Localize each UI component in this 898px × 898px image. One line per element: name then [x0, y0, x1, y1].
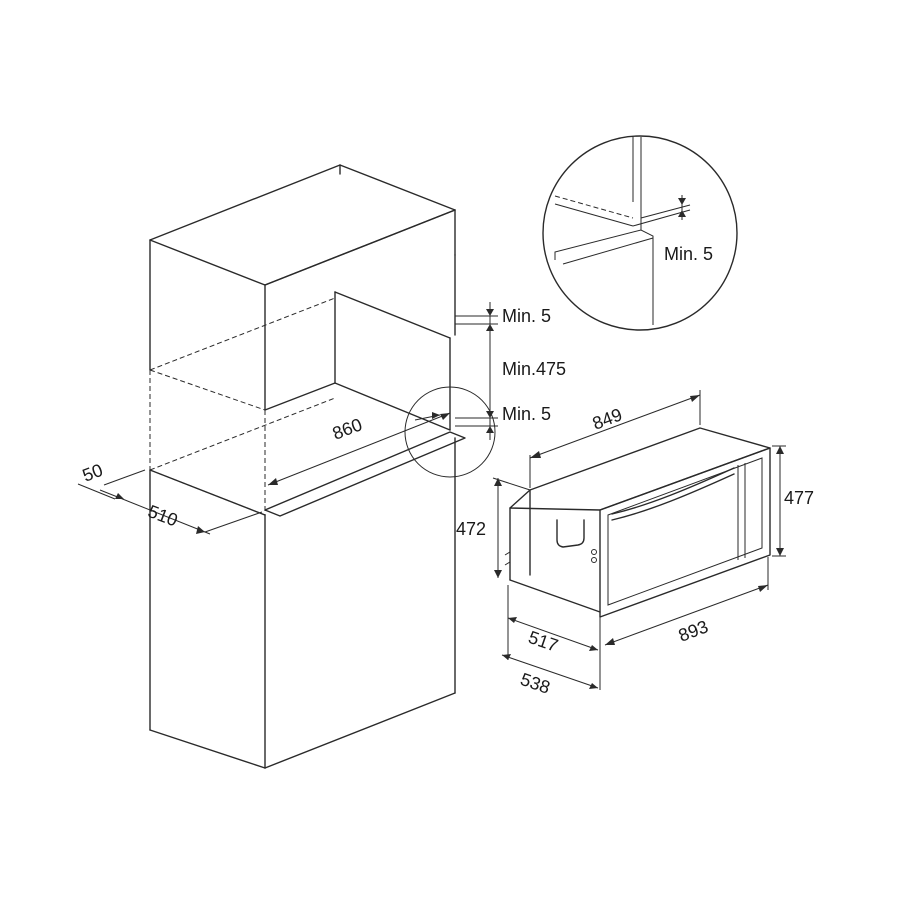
label-niche-bottom-gap: Min. 5	[502, 404, 552, 424]
height-dimensions	[455, 302, 498, 440]
niche-shelf	[264, 431, 466, 517]
appliance-body-top	[509, 427, 771, 511]
zoom-detail	[542, 135, 738, 331]
label-niche-top-gap: Min. 5	[502, 306, 552, 326]
label-appliance-front-height: 477	[784, 488, 815, 508]
zoom-circle	[542, 135, 738, 331]
appliance-front-panel	[599, 447, 771, 618]
drawer-handle	[611, 467, 735, 515]
detail-marker-circle	[404, 386, 496, 478]
dim-849-line	[529, 394, 701, 459]
label-niche-height: Min.475	[502, 359, 567, 379]
dim-517-line	[507, 617, 599, 651]
dim-893-line	[604, 584, 769, 646]
cabinet-top	[149, 164, 456, 286]
width-dimension-860	[267, 412, 451, 486]
depth-dimension-lines	[77, 469, 263, 535]
dim-538-line	[501, 654, 599, 689]
label-detail-gap: Min. 5	[664, 244, 714, 264]
appliance	[504, 427, 771, 618]
niche-dashed-floor-left	[149, 369, 266, 411]
width-860-line	[267, 412, 451, 486]
cabinet	[149, 164, 466, 769]
side-handle	[556, 519, 585, 548]
appliance-dimension-lines	[492, 390, 786, 690]
label-appliance-body-height: 472	[456, 519, 487, 539]
